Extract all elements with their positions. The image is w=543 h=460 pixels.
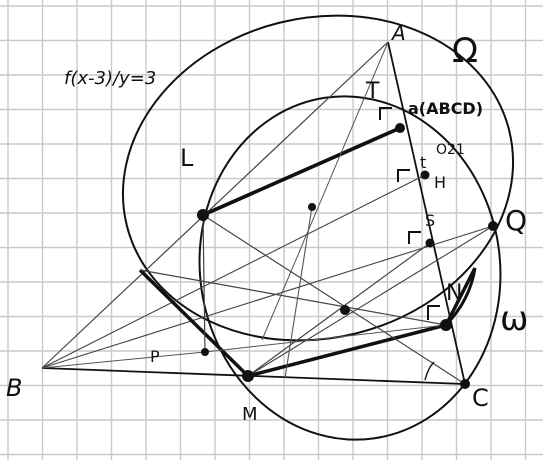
label-T: T (365, 79, 380, 104)
chord-bottom (247, 323, 447, 378)
line-vertical-mid (284, 206, 313, 379)
arc-near-C (424, 361, 435, 381)
label-S: S (425, 211, 435, 230)
note-scribble: a(ABCD) (408, 99, 483, 118)
chord-left (138, 268, 250, 378)
right-angle-N (427, 305, 440, 320)
line-mid-A (261, 41, 389, 341)
chord-right (444, 267, 477, 326)
mark-near-N (444, 267, 477, 327)
line-M-S (247, 242, 431, 377)
line-P-N (204, 324, 447, 353)
label-omega: ω (500, 299, 528, 339)
label-B: B (6, 374, 22, 402)
line-B-H (41, 174, 426, 369)
point-L (197, 209, 209, 221)
point-mid-1 (308, 203, 316, 211)
right-angle-T (379, 107, 392, 120)
side-AB (41, 41, 389, 369)
label-C: C (472, 384, 489, 412)
circle-Omega (121, 14, 515, 342)
right-angle-S (408, 231, 421, 244)
label-M: M (242, 404, 258, 425)
point-mid-2 (340, 305, 350, 315)
line-B-P (41, 351, 206, 369)
label-P: P (150, 347, 160, 366)
circle-omega (198, 95, 502, 441)
point-Q (488, 221, 498, 231)
label-Omega: Ω (452, 31, 478, 71)
right-angle-H (397, 169, 410, 182)
point-P (201, 348, 209, 356)
label-N: N (446, 281, 462, 306)
point-S (425, 238, 435, 248)
line-P-C (139, 269, 447, 326)
point-M (242, 370, 254, 382)
point-H (420, 170, 430, 180)
label-Q: Q (505, 204, 527, 237)
side-AC (387, 41, 466, 385)
label-H: H (434, 173, 446, 192)
label-A: A (390, 21, 406, 45)
note-subnote: O21 (436, 142, 465, 158)
point-T (395, 123, 405, 133)
label-t: t (420, 153, 426, 172)
line-L-P (202, 214, 206, 353)
chord-L-top (202, 126, 401, 217)
line-B-Q (41, 225, 494, 369)
line-L-C (202, 214, 466, 385)
point-C (460, 379, 470, 389)
note-formula: f(x-3)/y=3 (64, 68, 156, 89)
label-L: L (180, 144, 194, 172)
